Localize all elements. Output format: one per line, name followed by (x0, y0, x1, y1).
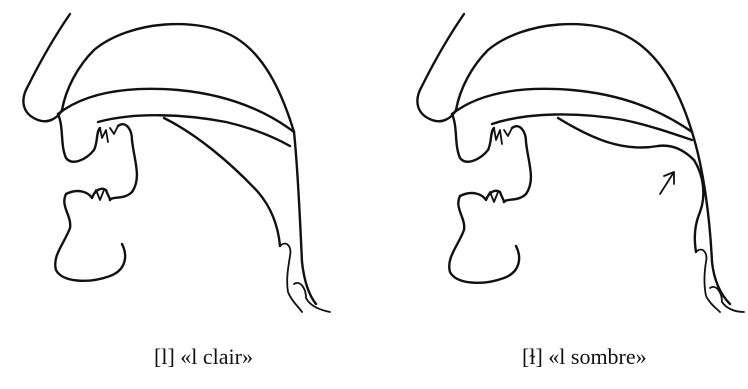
panel-l-sombre: [ɫ] «l sombre» (374, 0, 748, 389)
upper-lip (58, 114, 100, 162)
epiglottis (280, 244, 302, 312)
sagittal-section-l-sombre (374, 0, 748, 320)
panel-l-clair: [l] «l clair» (0, 0, 374, 389)
chin-outline (449, 196, 519, 283)
lower-teeth (486, 192, 498, 202)
sagittal-section-l-clair (0, 0, 374, 320)
caption-l-sombre: [ɫ] «l sombre» (522, 344, 647, 370)
upper-teeth (100, 126, 118, 142)
tongue-outline (110, 124, 137, 200)
lower-teeth (92, 190, 104, 200)
raising-arrow (660, 172, 674, 194)
upper-teeth (494, 128, 512, 144)
pharynx-wall (294, 132, 316, 304)
upper-lip (452, 114, 494, 162)
chin-outline (55, 194, 125, 281)
tongue-back (164, 118, 280, 246)
caption-l-clair: [l] «l clair» (154, 344, 253, 370)
palate-lower-line (98, 115, 290, 146)
tongue-outline (504, 126, 531, 202)
tongue-back-raised (558, 118, 694, 160)
